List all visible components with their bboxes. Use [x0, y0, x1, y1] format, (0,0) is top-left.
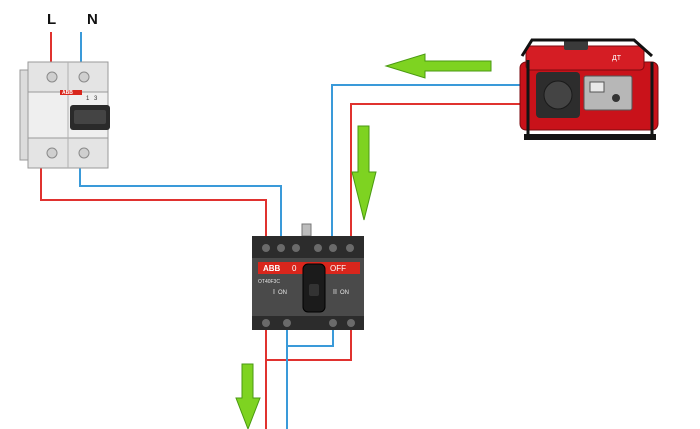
mains-neutral-wire: [79, 32, 282, 240]
generator: ДТ: [519, 38, 659, 140]
live-wires: [40, 32, 528, 429]
arrow-down-icon: [351, 125, 377, 221]
generator-brand-label: ДТ: [612, 55, 622, 62]
arrow-left-icon: [384, 53, 492, 79]
generator-live-wire: [350, 103, 528, 240]
switch-on-right: ON: [340, 290, 349, 296]
switch-on-left: ON: [278, 290, 287, 296]
changeover-switch: ABB 0 I OFF OT40F3C I ON II ON: [252, 223, 364, 330]
generator-neutral-wire: [331, 84, 528, 240]
neutral-wires: [79, 32, 528, 429]
switch-roman-left: I: [273, 289, 275, 296]
neutral-terminal-label: N: [87, 11, 98, 28]
switch-model-label: OT40F3C: [258, 279, 280, 285]
breaker-brand-label: ABB: [62, 90, 73, 96]
arrow-down-output-icon: [235, 363, 261, 429]
circuit-breaker: ABB 1 3: [19, 61, 110, 169]
switch-brand-label: ABB: [263, 264, 281, 273]
breaker-pole-mark: 3: [94, 96, 98, 102]
switch-off-label: OFF: [330, 264, 346, 273]
switch-roman-right: II: [333, 289, 337, 296]
output-neutral-wire: [286, 328, 334, 429]
line-terminal-label: L: [47, 11, 56, 28]
switch-position-left: 0: [292, 264, 297, 273]
breaker-pole-mark: 1: [86, 96, 90, 102]
mains-live-wire: [40, 32, 267, 240]
output-live-wire: [265, 328, 352, 429]
